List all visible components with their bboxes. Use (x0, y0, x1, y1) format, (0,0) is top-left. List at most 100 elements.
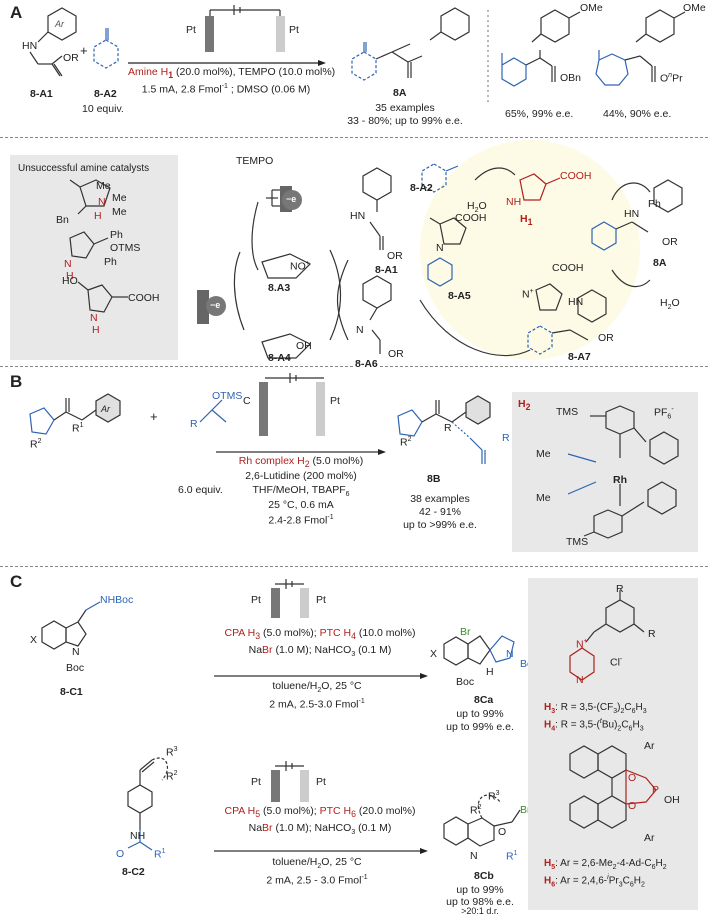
h3-def-sub5: 3 (642, 708, 647, 715)
h6-def-h: H (544, 875, 552, 887)
mech-n-oplus-n: N (290, 260, 298, 273)
cpa-o2: O (628, 800, 637, 812)
unsucc-h1: H (94, 210, 102, 222)
h2-label-h: H (518, 398, 526, 410)
unsucc-bn: Bn (56, 214, 69, 226)
c2-cond-line3: toluene/H2O, 25 °C (214, 856, 420, 871)
h4-def-text: : R = 3,5-( (555, 719, 600, 731)
electrode-pt-left-a: Pt (186, 24, 196, 36)
reactant-8a1-structure (29, 5, 686, 105)
a-conditions-line2-start: 1.5 mA, 2.8 Fmol (141, 83, 222, 96)
cb-r2-sup: 2 (477, 804, 482, 811)
b-stats1: 38 examples (410, 493, 470, 505)
h3-def-sub4: 6 (631, 708, 636, 715)
cb-r3: R3 (488, 790, 500, 803)
c1-cond2-end: (0.1 M) (355, 644, 392, 657)
c1-cond-line3: toluene/H2O, 25 °C (214, 680, 420, 695)
h3-def-tail: C (624, 702, 632, 713)
unsuccessful-catalysts-panel (10, 155, 178, 360)
h2-label-sub: 2 (525, 402, 531, 413)
a-conditions-line2-end: ; DMSO (0.06 M) (227, 83, 311, 96)
mech-n-oplus: NO+ (290, 260, 310, 273)
ca-br: Br (460, 626, 471, 638)
section-label-a: A (10, 3, 23, 22)
mech-n-oplus-o: O (297, 260, 306, 273)
mech-8a6-or: OR (388, 348, 404, 360)
h3-def-text: : R = 3,5-(CF (555, 702, 614, 713)
b-plus: + (150, 409, 158, 424)
unsucc-h2: H (66, 270, 74, 282)
b-cond-line5: 2.4-2.8 Fmol-1 (216, 513, 386, 528)
cb-stats3: >20:1 d.r. (461, 906, 499, 916)
c1-cond-line2: NaBr (1.0 M); NaHCO3 (0.1 M) (180, 644, 460, 659)
cb-label: 8Cb (474, 870, 494, 882)
electrode-pt-b: Pt (330, 395, 340, 407)
mech-h2o-2-h: H (660, 297, 668, 309)
b-cond3-sub: 6 (345, 491, 350, 499)
h5-def-sub4: 2 (662, 864, 667, 871)
c2-cond3-sub: 2 (317, 863, 322, 871)
h4-def-end: Bu) (601, 719, 618, 731)
c2-ptc-sub: 6 (351, 809, 356, 820)
c1-cond3: toluene/H (272, 680, 318, 692)
c1-cond-line4: 2 mA, 2.5-3.0 Fmol-1 (214, 697, 420, 712)
ptc-cl-cl: Cl (610, 656, 620, 669)
unsucc-ho: HO (62, 275, 78, 287)
rh-tms-top: TMS (556, 406, 579, 418)
h6-def-text: : Ar = 2,4,6- (555, 875, 608, 887)
ex2-yield: 44%, 90% e.e. (603, 108, 672, 120)
b-r1-r: R (72, 422, 80, 435)
mech-h1-label: H1 (520, 213, 532, 227)
mech-8a-nh: HN (624, 208, 640, 220)
ex2-ome: OMe (683, 2, 706, 14)
b-prod-r2: R2 (400, 436, 412, 449)
c2-r1-r: R (154, 848, 162, 861)
c1-conditions-bottom: toluene/H2O, 25 °C 2 mA, 2.5-3.0 Fmol-1 (214, 680, 420, 712)
mech-8a4-label: 8-A4 (268, 352, 291, 364)
mech-h2o-1-h: H (467, 200, 475, 212)
b-r2-sup: 2 (37, 438, 42, 445)
rh-rh: Rh (613, 474, 627, 486)
mech-8a1-label: 8-A1 (375, 264, 398, 276)
c2-o: O (116, 848, 125, 860)
a-amine-catalyst-sub: 1 (168, 70, 174, 81)
h5-def-h: H (544, 858, 552, 869)
c1-label: 8-C1 (60, 686, 83, 698)
b-cond-cat-rest: (5.0 mol%) (309, 455, 364, 467)
ptc-cl-sup: - (619, 656, 623, 663)
c1-cond4-sup: -1 (358, 698, 365, 706)
mech-h1-cooh: COOH (560, 170, 592, 182)
unsucc-me3: Me (112, 206, 127, 218)
b-stats2: 42 - 91% (418, 506, 462, 518)
c2-cpa: CPA H (224, 805, 256, 817)
mech-8a1-hn: HN (350, 210, 366, 222)
h3-def-sub3: 2 (620, 708, 625, 715)
c2-r3-r: R (166, 746, 174, 759)
b-cond-line4: 25 °C, 0.6 mA (268, 499, 334, 512)
h3-def: H3: R = 3,5-(CF3)2C6H3 (544, 702, 647, 716)
c2-r2-sup: 2 (173, 770, 178, 777)
c2-cond-line1: CPA H5 (5.0 mol%); PTC H6 (20.0 mol%) (180, 805, 460, 820)
a-amine-catalyst-name: Amine H (128, 66, 169, 78)
b-conditions: Rh complex H2 (5.0 mol%) 2,6-Lutidine (2… (216, 455, 386, 528)
h4-def-h: H (544, 719, 552, 731)
mech-8a7-label: 8-A7 (568, 351, 591, 363)
h5-def: H5: Ar = 2,6-Me2-4-Ad-C6H2 (544, 858, 667, 872)
h4-def-tail2: H (632, 719, 640, 731)
h6-def-tail2: C (622, 875, 630, 887)
mech-8a-label: 8A (653, 257, 667, 269)
h4-def-tail: C (621, 719, 629, 731)
mech-8a7-nplus-plus: + (529, 288, 534, 295)
rh-pf6: PF6- (654, 406, 674, 422)
c2-cond2-end: (0.1 M) (355, 822, 392, 835)
c1-cond-mid: (5.0 mol%); (260, 627, 320, 639)
mech-8a3-label: 8.A3 (268, 282, 291, 294)
mech-tempo-label: TEMPO (236, 155, 274, 167)
ex2-opr-sup: n (668, 72, 673, 79)
c2-br: Br (262, 822, 273, 835)
c2-cond-end: (20.0 mol%) (355, 805, 416, 817)
reactant-8a2-label: 8-A2 (94, 88, 117, 100)
h4-def-sub3: 6 (628, 725, 633, 733)
mech-8a6-label: 8-A6 (355, 358, 378, 370)
mech-8a5-n: N (436, 242, 444, 254)
